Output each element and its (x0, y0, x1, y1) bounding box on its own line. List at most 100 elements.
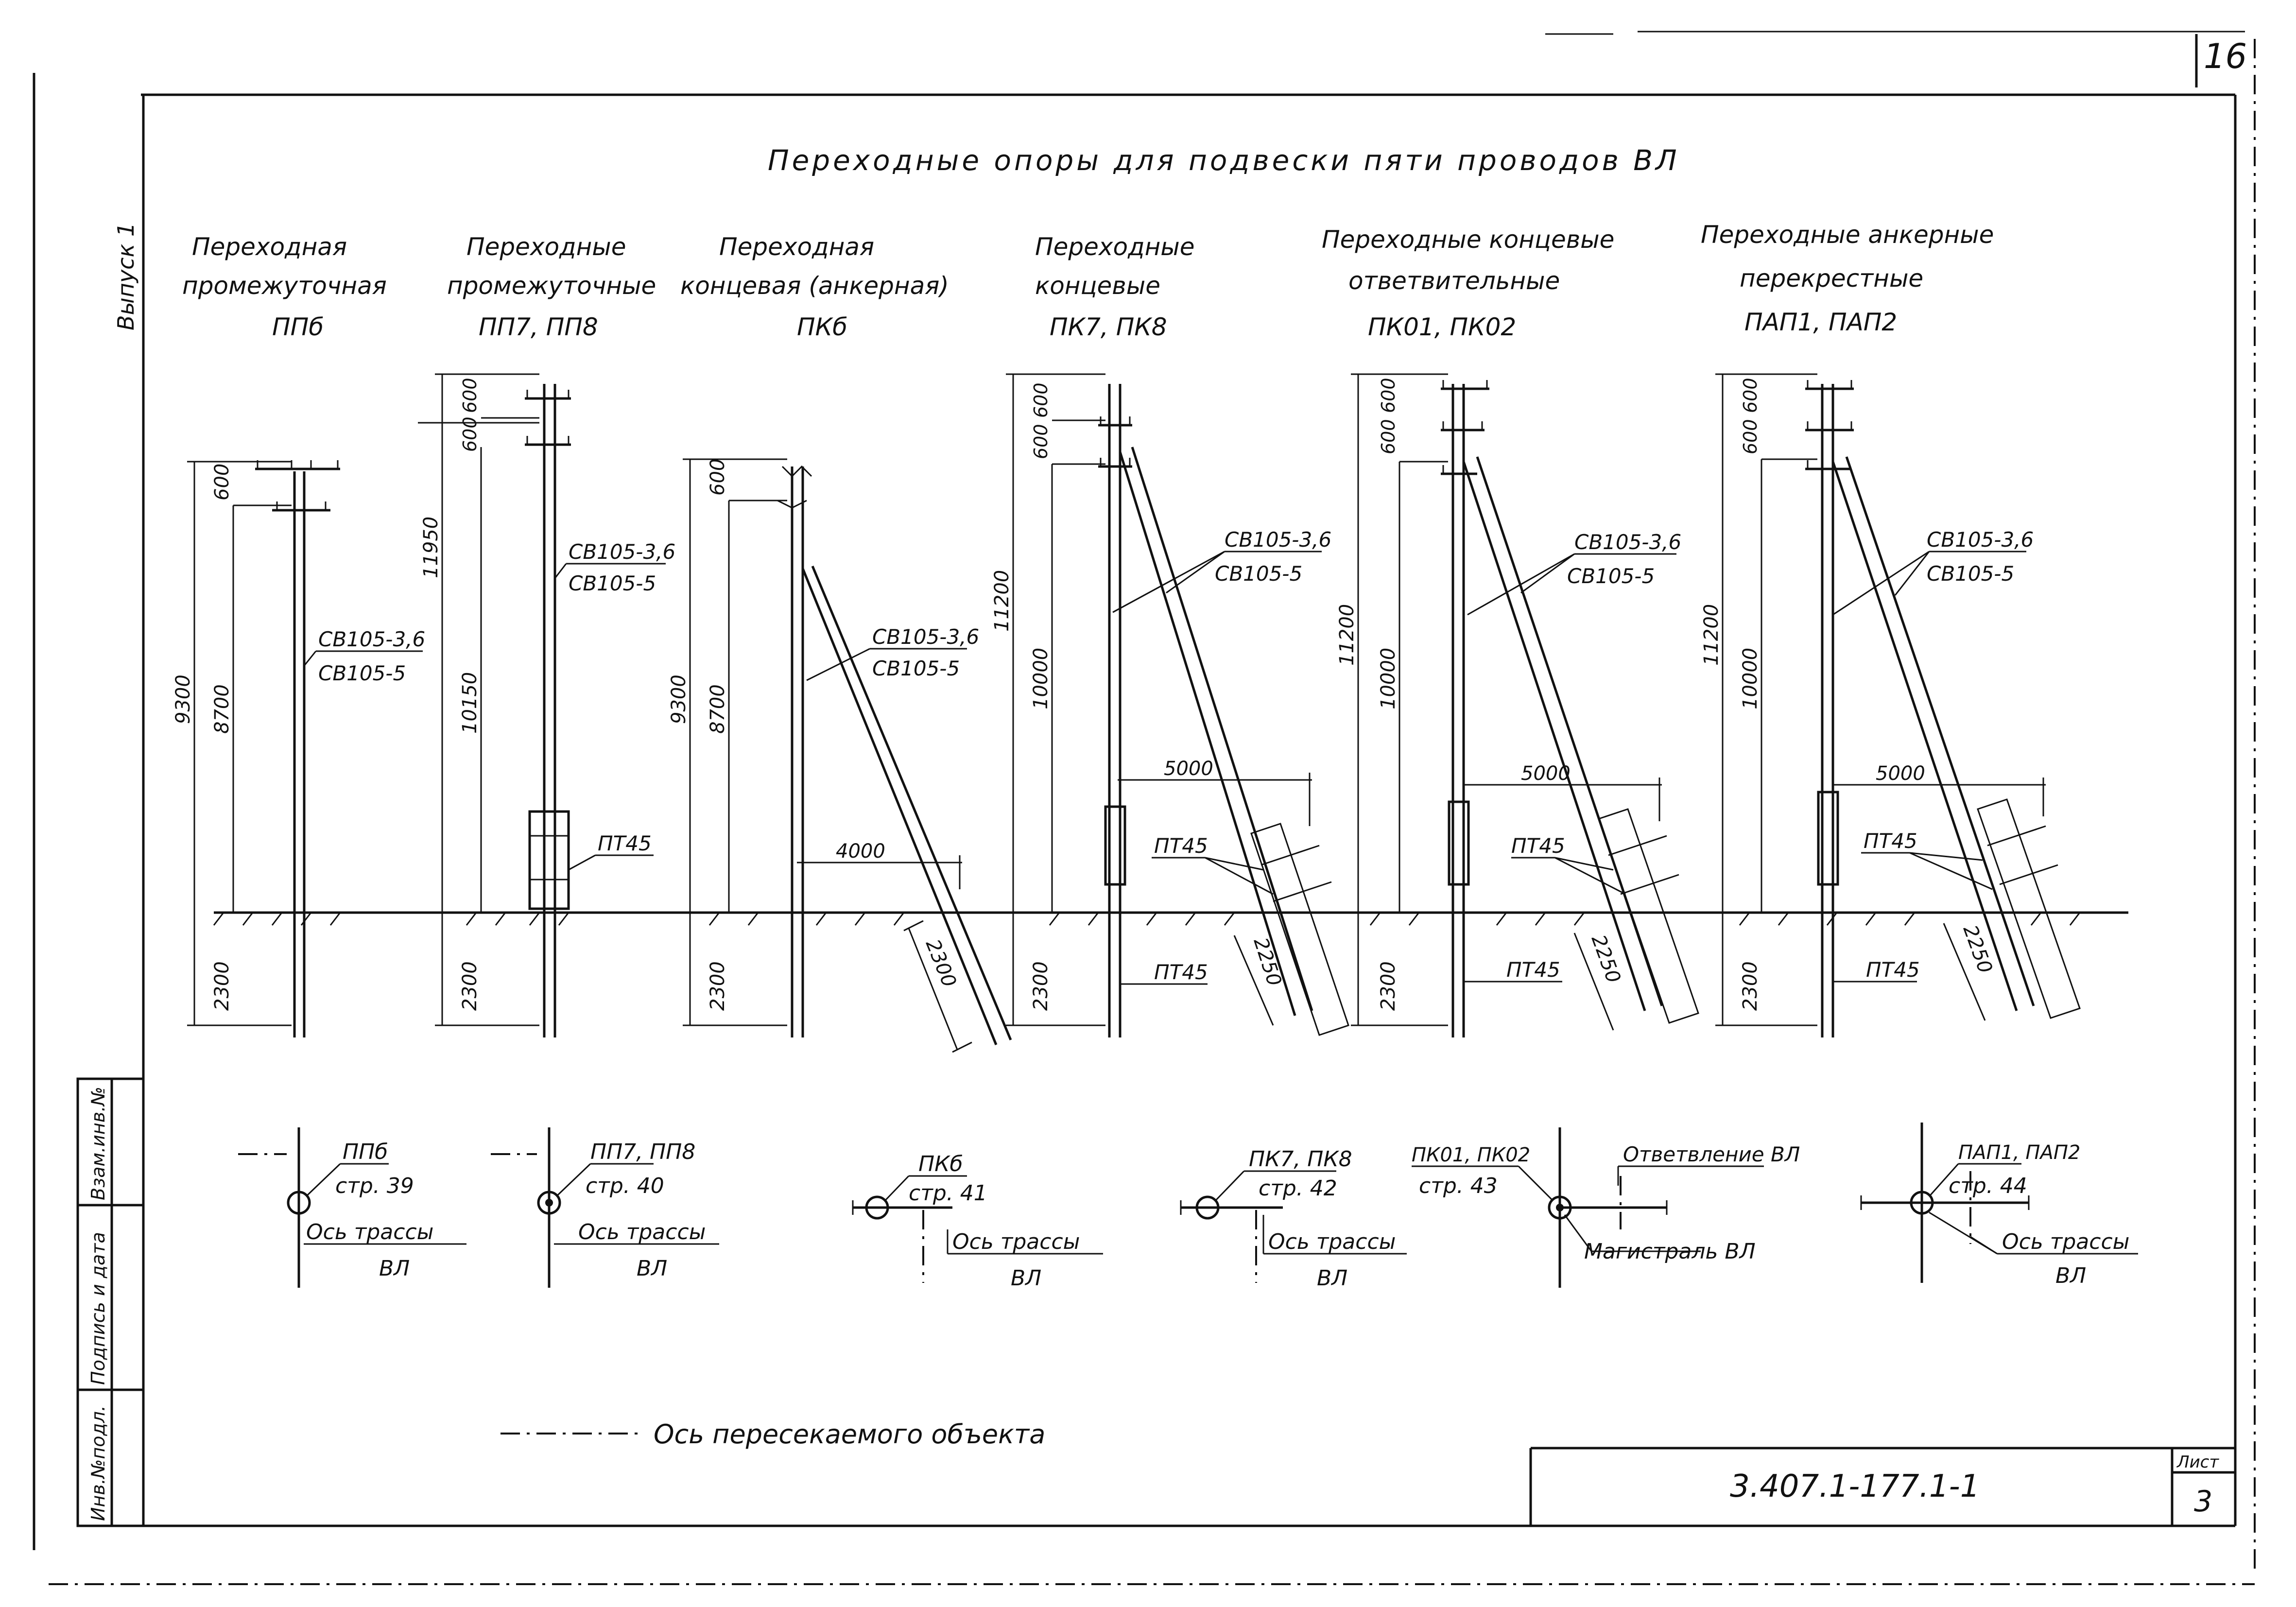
corner-page-number: 16 (2204, 36, 2247, 76)
stamp-replace: Взам.инв.№ (87, 1087, 109, 1200)
plan-code: ПК7, ПК8 (1249, 1147, 1352, 1172)
pole-label-2: СВ105-5 (1927, 562, 2014, 586)
dim-embedment: 2300 (211, 961, 233, 1011)
pole-label-1: СВ105-3,6 (1225, 528, 1331, 552)
support-code: ППб (272, 313, 324, 341)
plan-pkb: ПКб стр. 41 Ось трассы ВЛ (852, 1152, 1103, 1291)
plan-page: стр. 42 (1259, 1176, 1337, 1201)
plan-pap1-pap2: ПАП1, ПАП2 стр. 44 Ось трассы ВЛ (1860, 1123, 2138, 1288)
plan-code: ПК01, ПК02 (1412, 1144, 1530, 1166)
dim-strut-base: 4000 (836, 840, 885, 863)
dim-crossarm-top: 600 (1030, 382, 1052, 418)
dim-crossarm-top: 600 (1740, 378, 1761, 413)
support-subtitle: ответвительные (1348, 267, 1560, 295)
drawing-title: Переходные опоры для подвески пяти прово… (768, 144, 1680, 177)
dim-total-height: 11200 (1336, 604, 1358, 666)
pole-label-2: СВ105-5 (1567, 564, 1655, 588)
dim-crossarm: 600 (211, 464, 233, 501)
plan-page: стр. 41 (909, 1181, 987, 1206)
plan-page: стр. 44 (1949, 1174, 2027, 1198)
pole-label-1: СВ105-3,6 (318, 627, 425, 651)
dim-total-height: 9300 (668, 674, 690, 724)
plan-axis: Ось трассы (306, 1220, 433, 1244)
support-title: Переходная (192, 233, 347, 261)
dim-above-ground: 8700 (707, 684, 729, 734)
support-code: ПКб (797, 313, 847, 341)
support-pap1-pap2: Переходные анкерные перекрестные ПАП1, П… (1700, 221, 2081, 1037)
plan-axis-sub: ВЛ (637, 1256, 667, 1281)
support-subtitle: концевая (анкерная) (680, 272, 949, 300)
plan-axis-sub: ВЛ (1011, 1266, 1041, 1291)
plan-axis: Ось трассы (578, 1220, 706, 1244)
support-subtitle: перекрестные (1740, 264, 1923, 293)
pole-label-2: СВ105-5 (872, 657, 960, 680)
pole-label-1: СВ105-3,6 (1927, 528, 2034, 552)
support-title: Переходные (1035, 233, 1195, 261)
issue-label: Выпуск 1 (113, 223, 139, 330)
document-code: 3.407.1-177.1-1 (1730, 1469, 1980, 1504)
support-pkb: Переходная концевая (анкерная) ПКб 9300 … (668, 233, 1012, 1053)
pole-label-2: СВ105-5 (1215, 562, 1302, 586)
dim-above-ground: 8700 (211, 684, 233, 734)
plan-page: стр. 40 (586, 1174, 664, 1198)
plan-page: стр. 39 (335, 1174, 414, 1198)
plan-axis-sub: ВЛ (2055, 1263, 2086, 1288)
support-title: Переходные концевые (1322, 225, 1614, 254)
dim-crossarm: 600 (707, 459, 729, 496)
dim-crossarm-top: 600 (1378, 378, 1399, 413)
pole-label-2: СВ105-5 (569, 571, 656, 595)
support-pk7-pk8: Переходные концевые ПК7, ПК8 11200 10000… (991, 233, 1349, 1037)
support-title: Переходные анкерные (1701, 221, 1994, 249)
plan-ppb: ППб стр. 39 Ось трассы ВЛ (238, 1127, 466, 1288)
support-code: ПП7, ПП8 (479, 313, 598, 341)
dim-crossarm-bottom: 600 (1740, 419, 1761, 454)
dim-total-height: 11200 (1700, 604, 1723, 666)
dim-total-height: 11950 (420, 517, 442, 578)
dim-strut-base: 5000 (1521, 762, 1571, 785)
support-code: ПАП1, ПАП2 (1744, 308, 1897, 336)
plan-axis: Ось трассы (2002, 1229, 2129, 1254)
foundation-label-strut: ПТ45 (1864, 829, 1917, 853)
dim-above-ground: 10000 (1030, 648, 1052, 709)
dim-above-ground: 10000 (1377, 648, 1399, 709)
plan-code: ППб (343, 1140, 388, 1164)
plan-code: ПП7, ПП8 (590, 1140, 695, 1164)
plan-pk01-pk02: ПК01, ПК02 стр. 43 Ответвление ВЛ Магист… (1412, 1127, 1800, 1288)
support-code: ПК01, ПК02 (1368, 313, 1516, 341)
sheet-label: Лист (2176, 1452, 2219, 1472)
dim-above-ground: 10150 (459, 672, 481, 734)
support-pk01-pk02: Переходные концевые ответвительные ПК01,… (1322, 225, 1699, 1037)
stamp-inventory: Инв.№подл. (87, 1405, 109, 1521)
plan-pp7-pp8: ПП7, ПП8 стр. 40 Ось трассы ВЛ (491, 1127, 719, 1288)
foundation-label: ПТ45 (598, 831, 652, 855)
foundation-label-strut: ПТ45 (1511, 834, 1565, 858)
dim-strut-base: 5000 (1876, 762, 1925, 785)
pole-label-2: СВ105-5 (318, 661, 406, 685)
foundation-label-strut: ПТ45 (1154, 834, 1208, 858)
dim-embedment: 2300 (1030, 961, 1052, 1011)
dim-total-height: 9300 (172, 674, 194, 724)
plan-axis: Ось трассы (952, 1229, 1080, 1254)
support-subtitle: промежуточная (182, 272, 387, 300)
sheet-number: 3 (2194, 1485, 2212, 1519)
support-title: Переходная (719, 233, 874, 261)
ground-line (213, 911, 2128, 926)
sheet-frame (33, 31, 2256, 1585)
dim-strut-base: 5000 (1164, 758, 1213, 780)
plan-code: ПКб (918, 1152, 963, 1176)
support-subtitle: концевые (1035, 272, 1160, 300)
plan-axis-sub: Магистраль ВЛ (1584, 1239, 1756, 1264)
plan-axis-sub: ВЛ (379, 1256, 410, 1281)
pole-label-1: СВ105-3,6 (872, 625, 979, 649)
dim-above-ground: 10000 (1739, 648, 1761, 709)
pole-label-1: СВ105-3,6 (1574, 530, 1681, 554)
plan-page: стр. 43 (1419, 1174, 1498, 1198)
support-ppb: Переходная промежуточная ППб 9300 8700 6… (172, 233, 425, 1037)
dim-crossarm-bottom: 600 (1378, 419, 1399, 454)
support-subtitle: промежуточные (447, 272, 656, 300)
legend-label: Ось пересекаемого объекта (654, 1419, 1045, 1450)
dim-total-height: 11200 (991, 570, 1013, 632)
support-title: Переходные (466, 233, 626, 261)
pole-label-1: СВ105-3,6 (569, 540, 675, 564)
